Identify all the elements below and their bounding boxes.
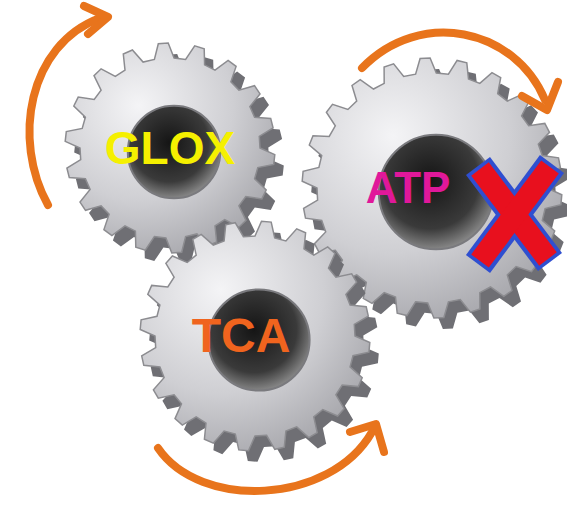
cross-stroke [480, 167, 550, 261]
rotation-arrow [29, 18, 100, 205]
rotation-arrow [158, 432, 372, 491]
cross-outline [478, 166, 550, 262]
gear-node: TCA [140, 221, 370, 451]
gear-label: TCA [192, 312, 291, 360]
arrow-head [522, 82, 558, 110]
gear-face [140, 221, 370, 451]
gear-label: GLOX [105, 125, 235, 171]
gear-node: GLOX [65, 43, 275, 253]
gear-label: ATP [366, 166, 451, 210]
cross-outline [478, 164, 552, 264]
cross-mark [478, 164, 552, 264]
gear-face [65, 43, 275, 253]
arrow-head [350, 424, 384, 452]
arrow-head [84, 6, 108, 34]
rotation-arrow [362, 33, 545, 100]
